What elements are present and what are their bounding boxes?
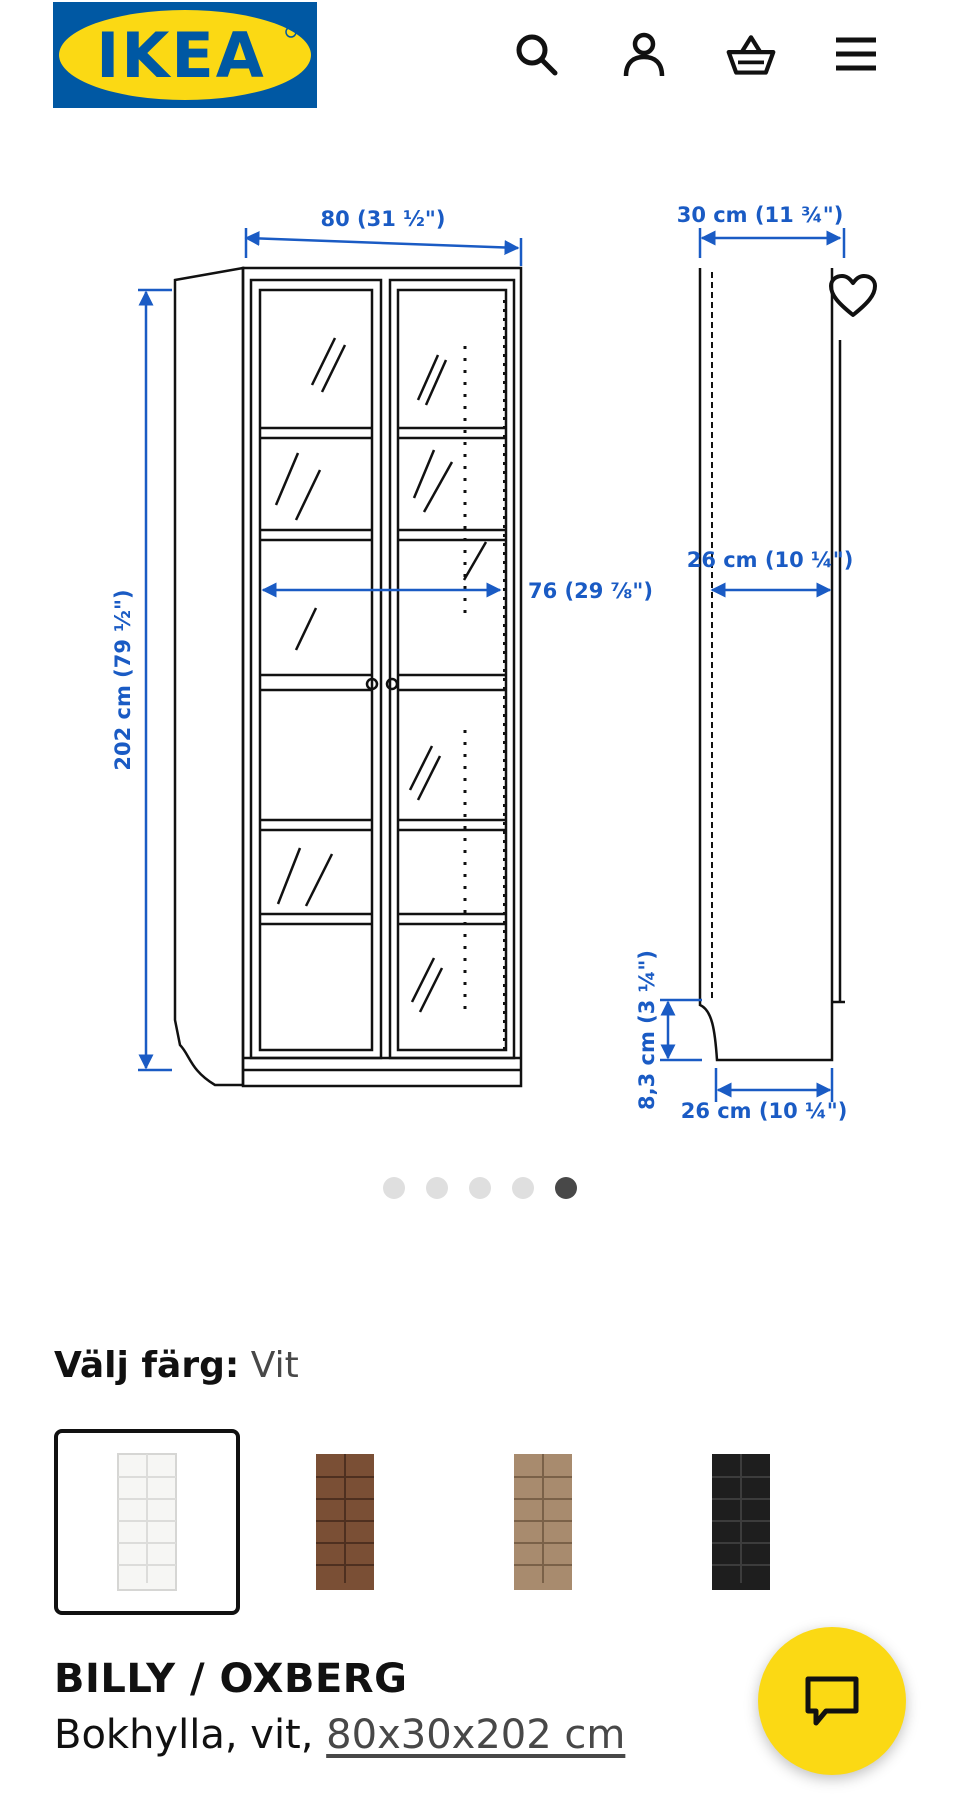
dimension-lines (138, 228, 846, 1102)
heart-icon (829, 274, 877, 317)
chat-icon (805, 1676, 859, 1726)
color-label: Välj färg: (54, 1345, 240, 1386)
swatch-black[interactable] (648, 1429, 834, 1615)
ikea-logo[interactable]: IKEA (53, 2, 317, 108)
dim-depth-top: 30 cm (11 ¾") (677, 203, 844, 227)
cabinet-front-drawing (173, 266, 523, 1088)
product-description-prefix: Bokhylla, vit, (54, 1712, 327, 1758)
bookcase-black-thumbnail (712, 1454, 770, 1590)
product-description: Bokhylla, vit, 80x30x202 cm (54, 1712, 625, 1758)
swatch-brown[interactable] (252, 1429, 438, 1615)
product-name: BILLY / OXBERG (54, 1656, 408, 1702)
dim-width-outer: 80 (31 ½") (321, 207, 446, 231)
product-size-link[interactable]: 80x30x202 cm (326, 1712, 626, 1758)
dim-height: 202 cm (79 ½") (111, 589, 135, 770)
color-value: Vit (250, 1345, 299, 1386)
swatch-oak[interactable] (450, 1429, 636, 1615)
carousel-dot-2[interactable] (426, 1177, 448, 1199)
swatch-white[interactable] (54, 1429, 240, 1615)
cabinet-side-drawing (698, 268, 845, 1062)
carousel-dot-5[interactable] (555, 1177, 577, 1199)
header: IKEA (0, 0, 960, 112)
carousel-dot-4[interactable] (512, 1177, 534, 1199)
bookcase-white-thumbnail (117, 1453, 177, 1591)
menu-icon[interactable] (830, 28, 882, 80)
carousel-dot-1[interactable] (383, 1177, 405, 1199)
color-selector-label: Välj färg: Vit (54, 1345, 299, 1386)
color-swatches (54, 1429, 914, 1615)
favorite-button[interactable] (823, 266, 883, 326)
bookcase-brown-thumbnail (316, 1454, 374, 1590)
carousel-dot-3[interactable] (469, 1177, 491, 1199)
carousel-indicator (0, 1177, 960, 1201)
basket-icon[interactable] (725, 28, 777, 80)
dimension-drawing: 80 (31 ½") 76 (29 ⅞") 202 cm (79 ½") 30 … (111, 203, 854, 1123)
chat-button[interactable] (758, 1627, 906, 1775)
user-icon[interactable] (618, 28, 670, 80)
dim-depth-mid: 26 cm (10 ¼") (687, 548, 854, 572)
dim-plinth-height: 8,3 cm (3 ¼") (635, 950, 659, 1110)
logo-text: IKEA (96, 19, 265, 92)
search-icon[interactable] (510, 28, 562, 80)
dim-width-inner: 76 (29 ⅞") (528, 579, 653, 603)
dim-depth-bottom: 26 cm (10 ¼") (681, 1099, 848, 1123)
product-image-gallery[interactable]: 80 (31 ½") 76 (29 ⅞") 202 cm (79 ½") 30 … (0, 150, 960, 1130)
bookcase-oak-thumbnail (514, 1454, 572, 1590)
